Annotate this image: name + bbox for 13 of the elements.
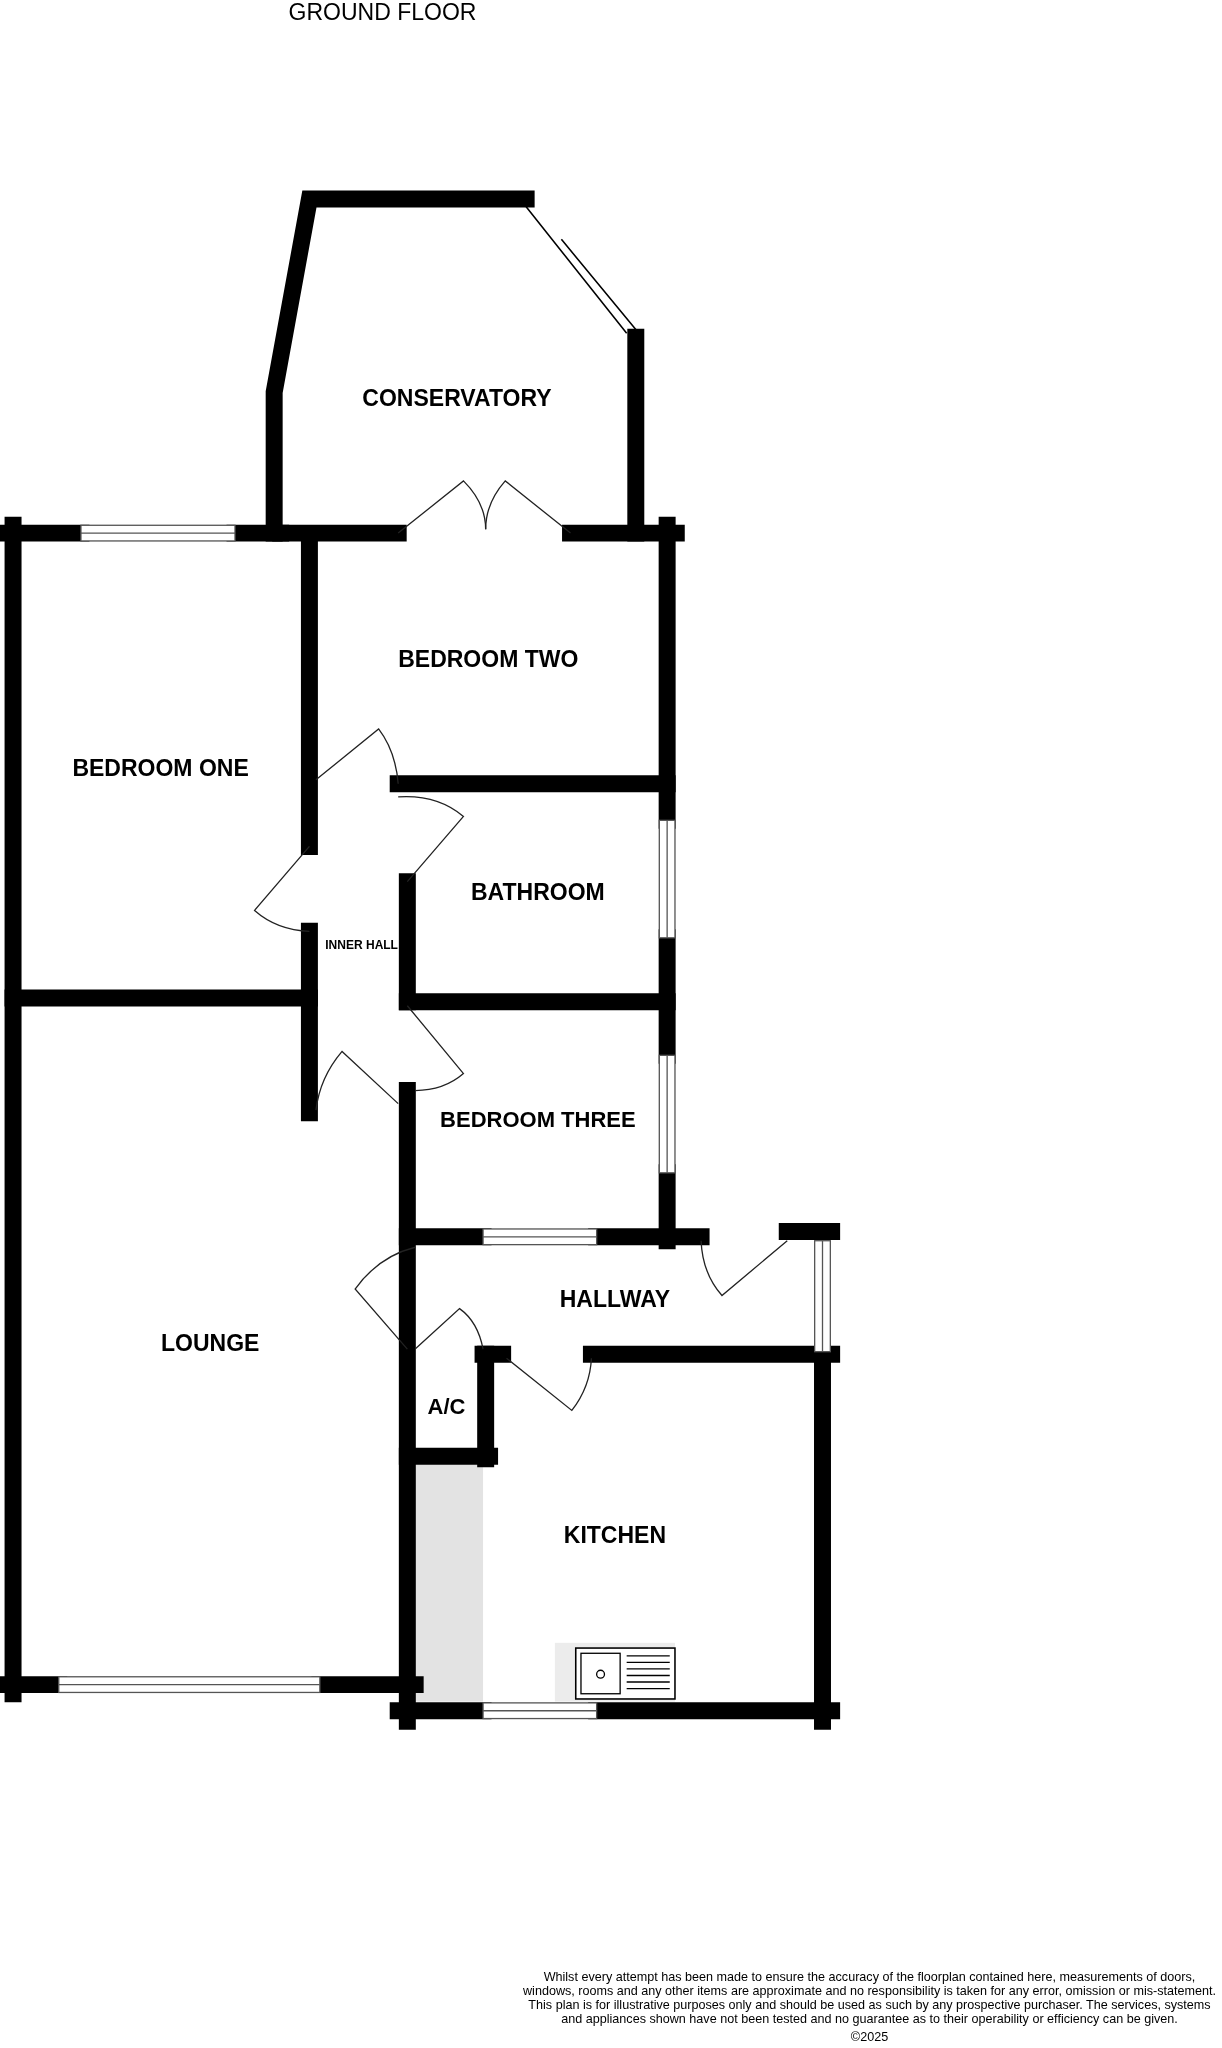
plan-title: GROUND FLOOR xyxy=(288,0,477,26)
room-label: LOUNGE xyxy=(161,1329,260,1357)
copyright-text: ©2025 xyxy=(850,2029,889,2044)
disclaimer-text: Whilst every attempt has been made to ensure the accuracy of the floorplan contained here, measurements of doors, windows, rooms and any other items are approximate and no responsibility is taken for any error, omission or mis-statement. This plan is for illustrative purposes only and should be used as such by any prospective purchaser. The services, systems and appliances shown have not been tested and no guarantee as to their operability or efficiency can be given. xyxy=(522,1969,1217,2026)
room-label: INNER HALL xyxy=(325,938,398,953)
room-label: HALLWAY xyxy=(559,1285,671,1313)
room-label: BEDROOM TWO xyxy=(398,645,579,673)
room-label: BEDROOM ONE xyxy=(72,754,249,782)
room-label: CONSERVATORY xyxy=(362,384,552,412)
room-label: KITCHEN xyxy=(563,1521,666,1549)
room-label: BATHROOM xyxy=(471,878,605,906)
room-label: BEDROOM THREE xyxy=(440,1107,636,1134)
room-label: A/C xyxy=(427,1394,466,1421)
